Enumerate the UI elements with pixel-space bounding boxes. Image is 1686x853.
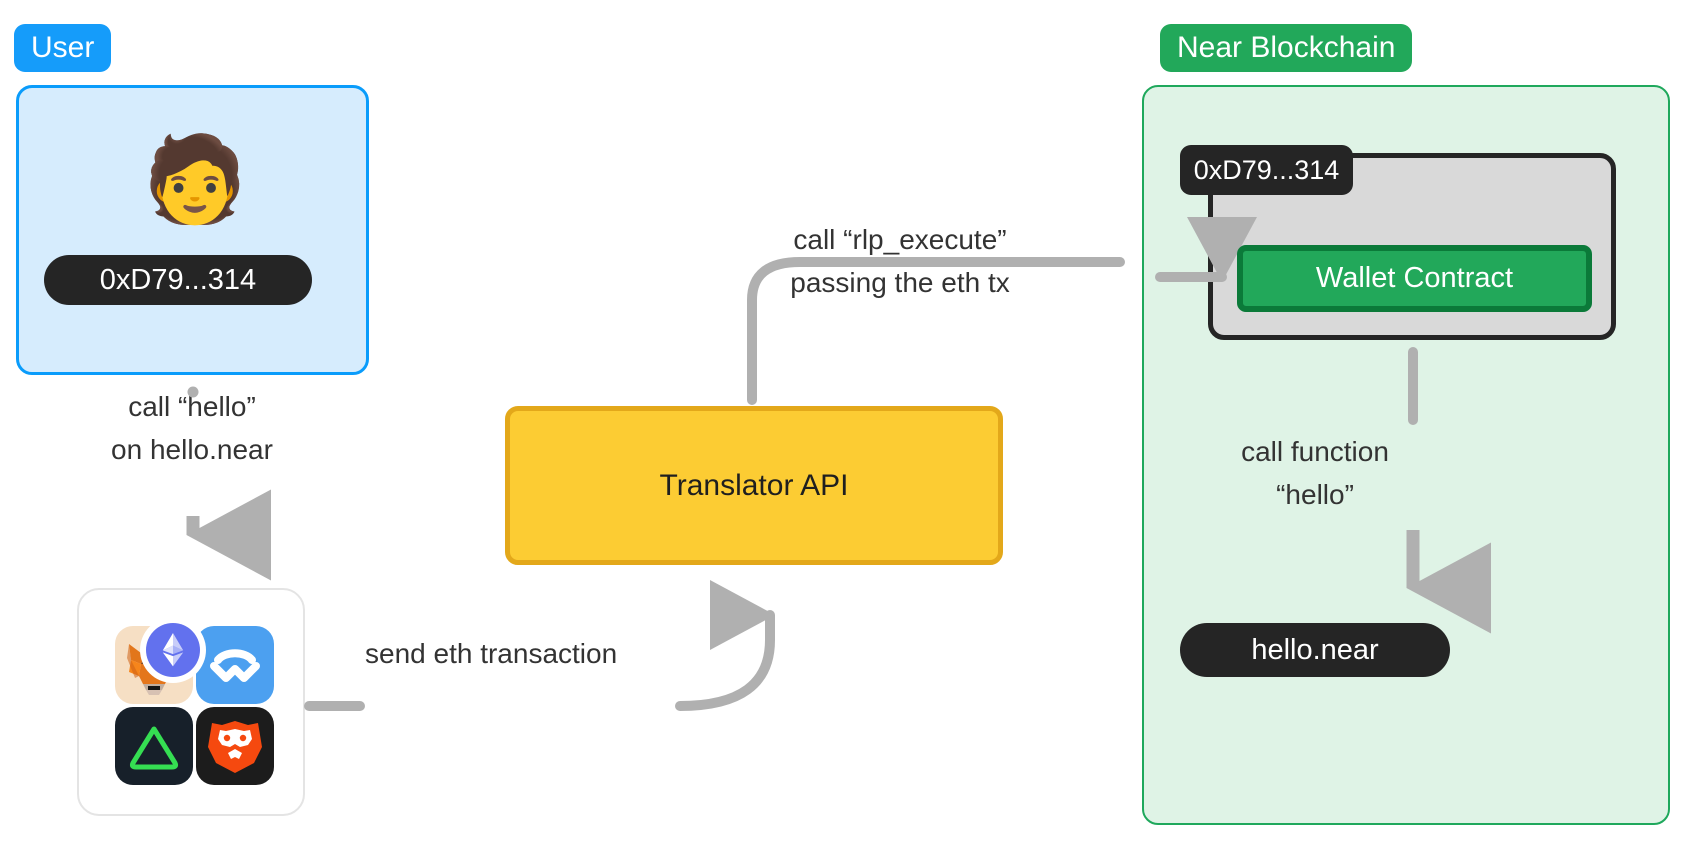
hello-near-contract-pill: hello.near <box>1180 623 1450 677</box>
edge-label-wallets-to-translator: send eth transaction <box>365 638 618 669</box>
translator-api-label: Translator API <box>659 468 849 502</box>
wallet-contract-label: Wallet Contract <box>1315 262 1514 294</box>
edge-label-translator-to-contract: call “rlp_execute” passing the eth tx <box>760 218 1040 305</box>
group-badge-near-blockchain: Near Blockchain <box>1160 24 1413 72</box>
green-triangle-wallet-icon[interactable] <box>115 707 193 785</box>
brave-lion-icon[interactable] <box>196 707 274 785</box>
edge-label-line1: call “rlp_execute” <box>793 224 1007 255</box>
edge-label-line2: on hello.near <box>111 434 273 466</box>
ethereum-diamond-icon <box>140 617 206 683</box>
person-avatar-icon: 🧑 <box>142 132 248 226</box>
user-address-pill: 0xD79...314 <box>44 255 312 305</box>
edge-label-contract-to-hello: call function “hello” <box>1200 430 1430 517</box>
group-badge-user: User <box>14 24 112 72</box>
wallet-contract-node[interactable]: Wallet Contract <box>1237 245 1592 312</box>
edge-label-line1: call function <box>1241 436 1389 467</box>
wallet-account-address-pill: 0xD79...314 <box>1180 145 1353 195</box>
edge-label-line2: passing the eth tx <box>790 267 1010 299</box>
edge-wallets-to-translator <box>675 580 775 711</box>
edge-label-line2: “hello” <box>1276 479 1354 511</box>
edge-label-user-to-wallets: call “hello” on hello.near <box>62 385 322 472</box>
walletconnect-icon[interactable] <box>196 626 274 704</box>
group-container-user <box>16 85 369 375</box>
translator-api-node[interactable]: Translator API <box>505 406 1003 565</box>
edge-label-line1: call “hello” <box>128 391 256 422</box>
